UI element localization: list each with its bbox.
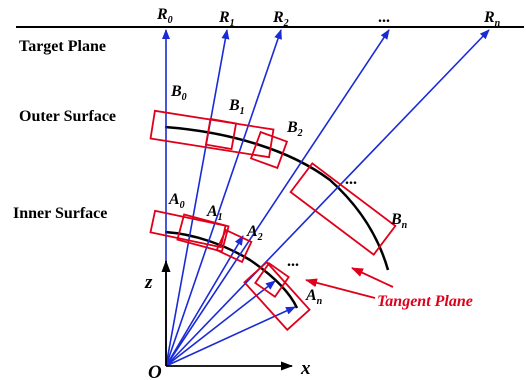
- ray-r3: [165, 29, 390, 367]
- ray-rn: [165, 29, 490, 367]
- point-label-an: An: [305, 287, 323, 307]
- origin-label: O: [148, 362, 162, 380]
- point-label-a2: A2: [246, 223, 263, 243]
- ellipsis-outer: ...: [345, 171, 357, 188]
- point-label-b2: B2: [286, 119, 303, 139]
- ellipsis-rays: ...: [378, 9, 390, 26]
- point-label-a1: A1: [206, 203, 223, 223]
- tangent-plane-b1: [204, 117, 238, 151]
- tangent-plane-a2: [215, 228, 253, 264]
- z-axis-label: z: [144, 272, 153, 293]
- outer-surface-curve: [164, 125, 390, 271]
- x-axis-label: x: [300, 358, 311, 379]
- outer-tangent-planes: [149, 109, 397, 256]
- ray-r1: [165, 29, 230, 367]
- point-label-b1: B1: [228, 97, 245, 117]
- ray-label-rn: Rn: [483, 9, 501, 29]
- outer-surface-label: Outer Surface: [19, 108, 116, 125]
- ray-lines: [162, 29, 490, 367]
- inner-surface-label: Inner Surface: [13, 205, 107, 222]
- tangent-plane-label: Tangent Plane: [377, 293, 473, 310]
- point-label-a0: A0: [168, 191, 185, 211]
- inner-tangent-planes: [149, 209, 311, 332]
- tangent-callout-inner: [305, 278, 376, 299]
- tangent-plane-b2: [249, 130, 289, 170]
- ellipsis-inner: ...: [287, 253, 299, 270]
- ray-r2: [165, 29, 282, 367]
- target-plane-label: Target Plane: [19, 38, 106, 55]
- tangent-plane-a1: [176, 213, 230, 253]
- tangent-plane-an: [243, 260, 311, 332]
- tangent-plane-bn: [289, 162, 397, 256]
- ray-inner-an: [165, 306, 296, 367]
- ray-inner-a2: [165, 235, 244, 367]
- tangent-callout-outer: [351, 267, 394, 288]
- tangent-plane-a3: [254, 262, 290, 298]
- point-label-bn: Bn: [390, 211, 408, 231]
- ray-label-r0: R0: [156, 6, 173, 26]
- ray-label-r2: R2: [272, 9, 289, 29]
- ray-label-r1: R1: [218, 9, 235, 29]
- point-label-b0: B0: [170, 83, 187, 103]
